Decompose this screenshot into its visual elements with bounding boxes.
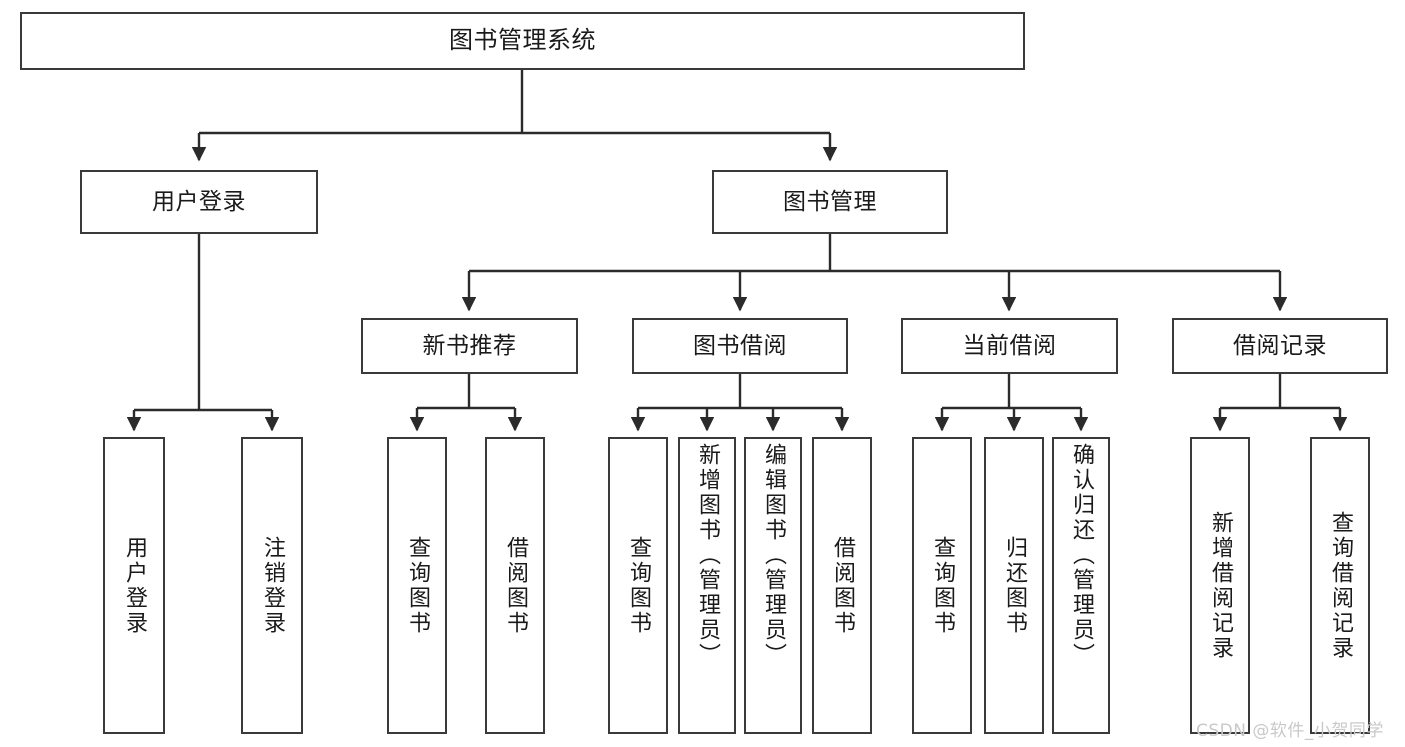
leaf-query-book-rec-label: 查询图书 bbox=[405, 535, 430, 636]
node-root[interactable]: 图书管理系统 bbox=[20, 12, 1025, 70]
leaf-borrow-book-label: 借阅图书 bbox=[830, 535, 855, 636]
node-new-book-recommend[interactable]: 新书推荐 bbox=[361, 318, 578, 374]
leaf-user-logout-label: 注销登录 bbox=[260, 535, 285, 636]
leaf-query-book-rec[interactable]: 查询图书 bbox=[387, 437, 447, 734]
leaf-query-book-borrow-label: 查询图书 bbox=[626, 535, 651, 636]
node-book-management[interactable]: 图书管理 bbox=[712, 170, 948, 234]
leaf-add-borrow-record-label: 新增借阅记录 bbox=[1208, 510, 1233, 661]
node-borrow-record[interactable]: 借阅记录 bbox=[1172, 318, 1388, 374]
watermark-csdn: CSDN @软件_小贺同学 bbox=[1196, 721, 1384, 741]
leaf-query-book-borrow[interactable]: 查询图书 bbox=[608, 437, 668, 734]
node-book-borrow-label: 图书借阅 bbox=[693, 332, 787, 359]
leaf-query-borrow-record[interactable]: 查询借阅记录 bbox=[1310, 437, 1370, 734]
leaf-add-borrow-record[interactable]: 新增借阅记录 bbox=[1190, 437, 1250, 734]
leaf-user-login-label: 用户登录 bbox=[122, 535, 147, 636]
leaf-edit-book-admin-label: 编辑图书（管理员） bbox=[761, 443, 786, 668]
node-book-management-label: 图书管理 bbox=[783, 188, 877, 215]
node-root-label: 图书管理系统 bbox=[449, 26, 596, 55]
node-book-borrow[interactable]: 图书借阅 bbox=[632, 318, 848, 374]
leaf-add-book-admin-label: 新增图书（管理员） bbox=[695, 443, 720, 668]
leaf-query-book-cur[interactable]: 查询图书 bbox=[912, 437, 972, 734]
node-user-login[interactable]: 用户登录 bbox=[80, 170, 318, 234]
leaf-borrow-book[interactable]: 借阅图书 bbox=[812, 437, 872, 734]
leaf-borrow-book-rec-label: 借阅图书 bbox=[503, 535, 528, 636]
leaf-edit-book-admin[interactable]: 编辑图书（管理员） bbox=[744, 437, 802, 734]
node-current-borrow[interactable]: 当前借阅 bbox=[901, 318, 1118, 374]
leaf-confirm-return-admin[interactable]: 确认归还（管理员） bbox=[1052, 437, 1110, 734]
leaf-user-login[interactable]: 用户登录 bbox=[103, 437, 165, 734]
leaf-add-book-admin[interactable]: 新增图书（管理员） bbox=[678, 437, 736, 734]
leaf-confirm-return-admin-label: 确认归还（管理员） bbox=[1069, 443, 1094, 668]
leaf-query-book-cur-label: 查询图书 bbox=[930, 535, 955, 636]
node-borrow-record-label: 借阅记录 bbox=[1233, 332, 1327, 359]
leaf-return-book[interactable]: 归还图书 bbox=[984, 437, 1044, 734]
node-user-login-label: 用户登录 bbox=[152, 188, 246, 215]
leaf-return-book-label: 归还图书 bbox=[1002, 535, 1027, 636]
leaf-query-borrow-record-label: 查询借阅记录 bbox=[1328, 510, 1353, 661]
node-current-borrow-label: 当前借阅 bbox=[962, 332, 1057, 359]
leaf-user-logout[interactable]: 注销登录 bbox=[241, 437, 303, 734]
node-new-book-recommend-label: 新书推荐 bbox=[422, 332, 517, 359]
leaf-borrow-book-rec[interactable]: 借阅图书 bbox=[485, 437, 545, 734]
